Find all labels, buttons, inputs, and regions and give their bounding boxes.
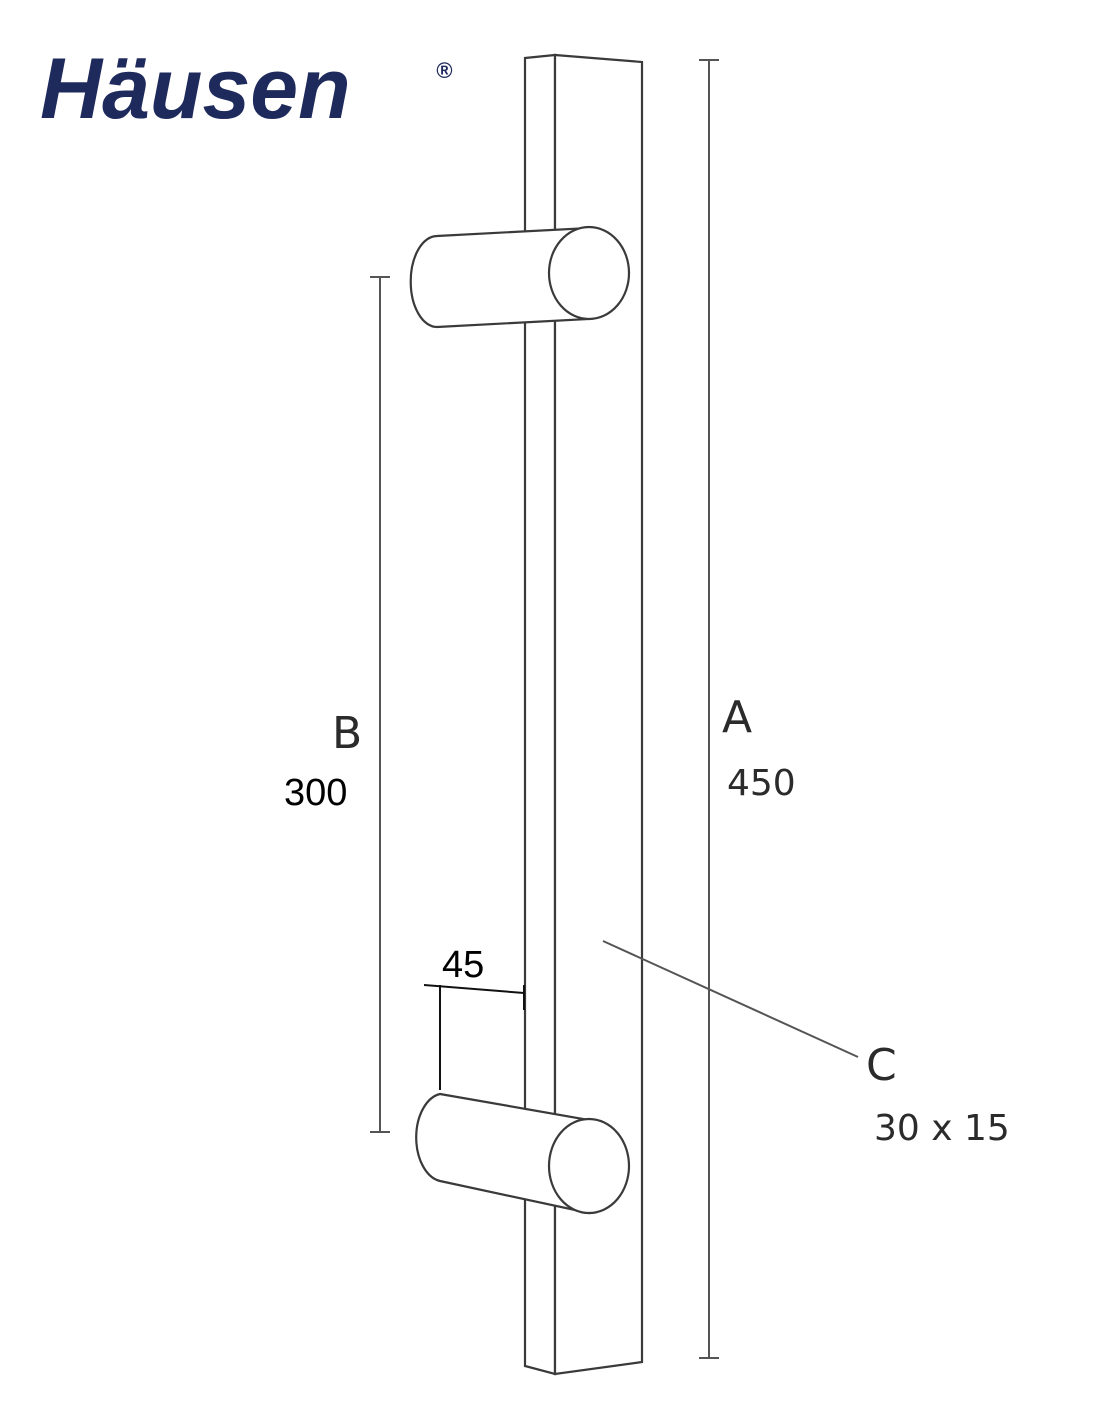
lower-standoff-body — [415, 1092, 591, 1215]
upper-standoff — [409, 225, 631, 329]
dimension-offset-value: 45 — [442, 944, 484, 986]
dimension-c: C 30 x 15 — [602, 940, 1010, 1149]
registered-mark: ® — [436, 58, 453, 83]
dimension-b-letter: B — [332, 708, 362, 759]
dimension-offset-line — [423, 984, 525, 994]
upper-standoff-end — [547, 225, 631, 321]
dimension-b-value: 300 — [284, 772, 347, 814]
dimension-c-value: 30 x 15 — [874, 1108, 1010, 1149]
lower-standoff — [415, 1092, 631, 1215]
bar-front-face — [553, 53, 644, 1376]
dimension-c-leader — [602, 940, 859, 1058]
dimension-a-letter: A — [722, 692, 752, 743]
dimension-a: A 450 — [699, 59, 796, 1359]
dimension-a-value: 450 — [727, 763, 796, 804]
brand-name: Häusen — [40, 41, 351, 137]
dimension-c-letter: C — [866, 1040, 897, 1091]
upper-standoff-body — [409, 226, 591, 329]
brand-logo: Häusen ® — [40, 41, 453, 137]
lower-standoff-end — [547, 1117, 631, 1215]
dimension-b: B 300 — [284, 276, 390, 1133]
dimension-offset: 45 — [423, 944, 525, 1090]
